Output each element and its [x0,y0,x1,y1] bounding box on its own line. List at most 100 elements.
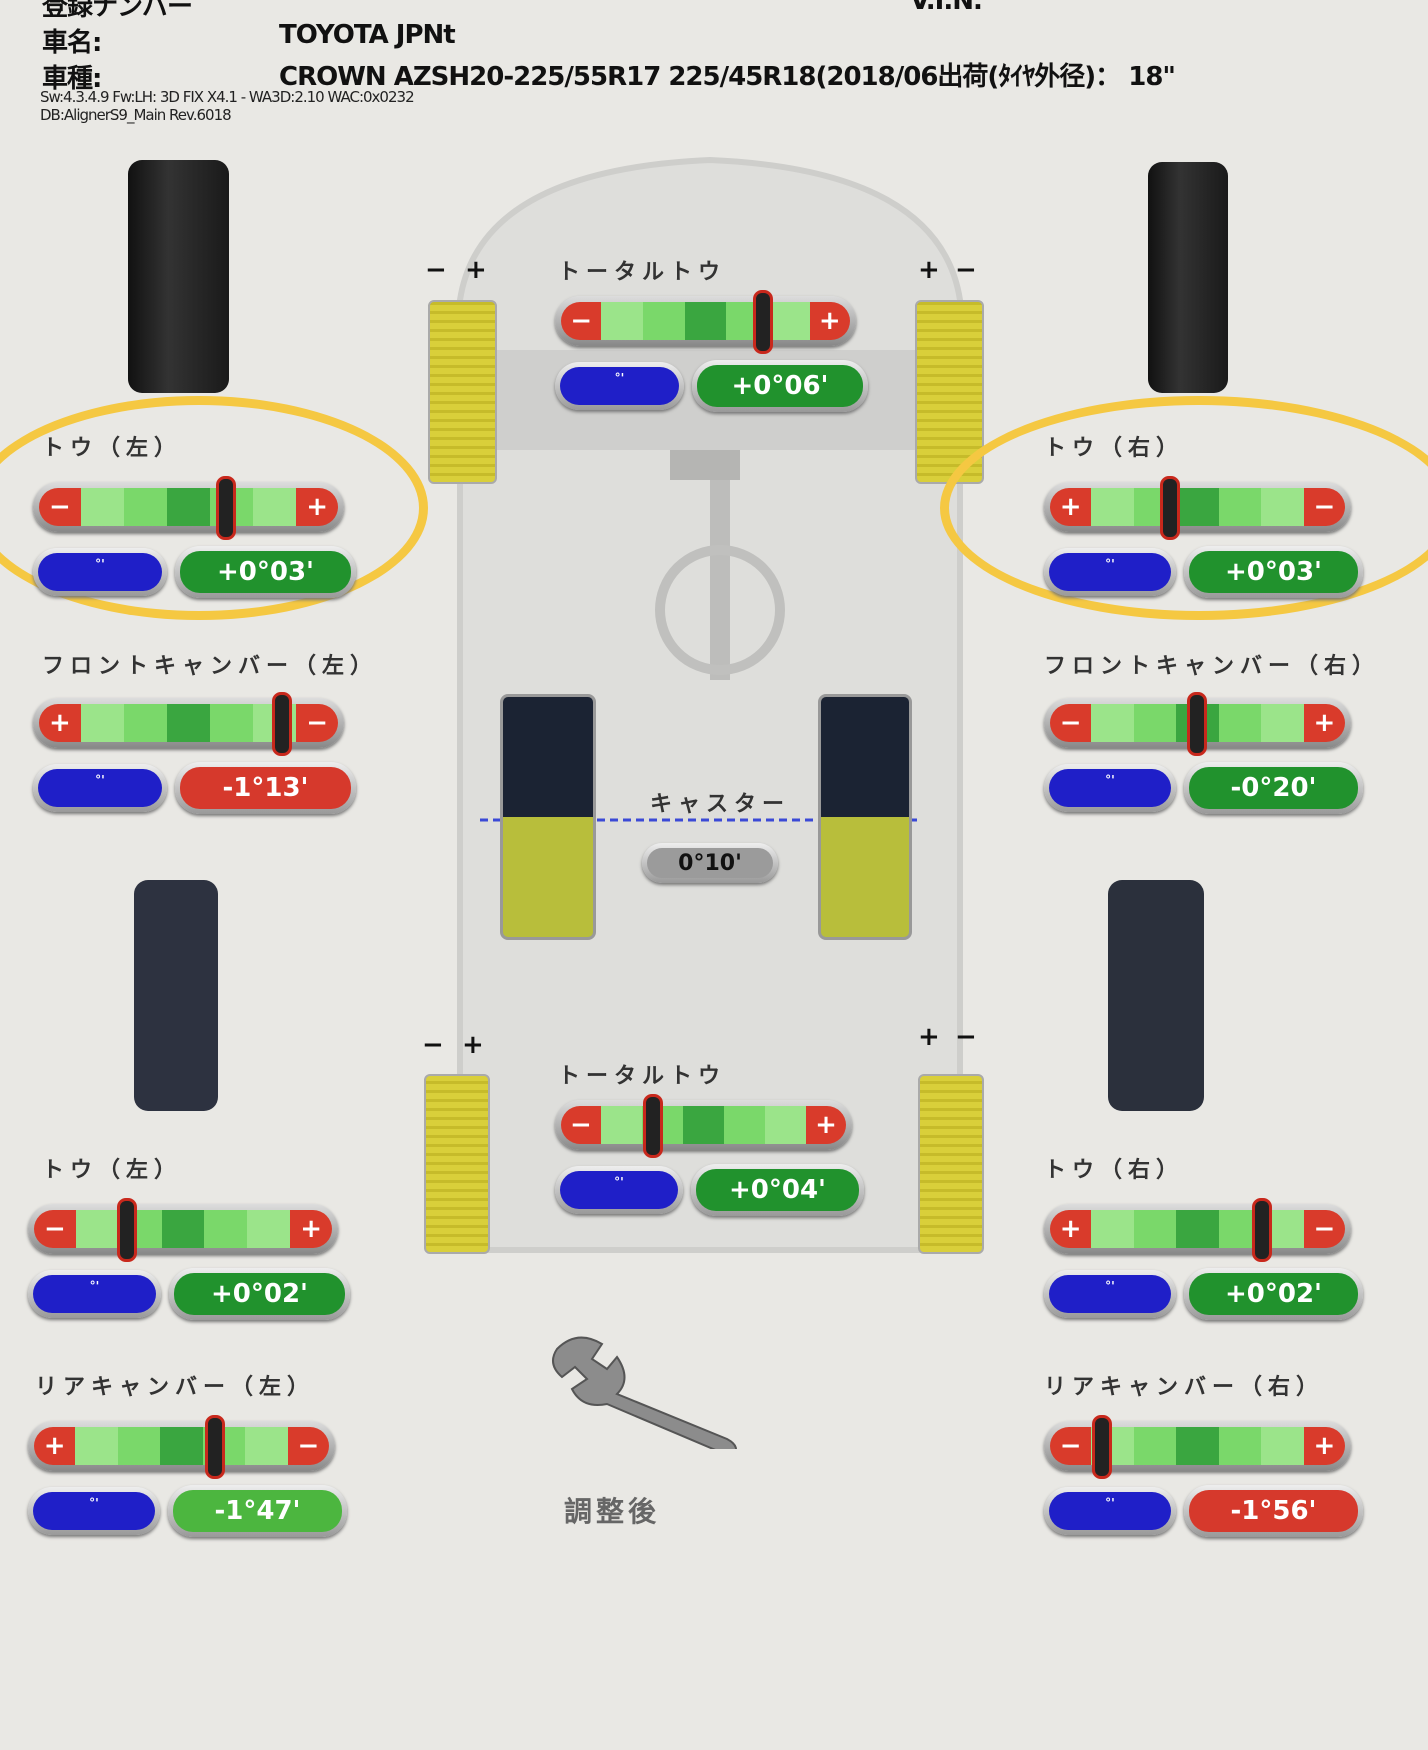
left-sign: − [561,302,602,340]
right-sign: + [809,302,850,340]
front-total-toe-marker [752,290,773,354]
rear-camber-right-marker [1092,1415,1113,1479]
rear-right-tire [1108,880,1204,1111]
plate-label: 登録ナンバー [42,0,193,22]
rear-toe-left-value: +0°02' [169,1268,350,1320]
front-toe-left-value: +0°03' [175,546,356,598]
left-sign: + [1050,1210,1092,1248]
rear-toe-left-marker [117,1198,138,1262]
rear-toe-right-marker [1251,1198,1272,1262]
front-toe-right-label: トウ（右） [1044,436,1185,461]
front-toe-left-label: トウ（左） [42,436,183,461]
front-camber-right-unit-button[interactable]: °' [1044,764,1176,812]
left-sign: + [34,1427,76,1465]
right-sign: + [806,1106,846,1144]
right-sign: − [296,704,338,742]
left-sign: − [34,1210,76,1248]
front-camber-left-value: -1°13' [175,762,356,814]
front-right-plus-mark: + [918,255,940,285]
front-toe-right-value: +0°03' [1184,546,1363,598]
vin-label: V.I.N. [910,0,983,16]
front-total-toe-value: +0°06' [692,360,868,412]
rear-camber-left-marker [205,1415,226,1479]
front-camber-left-marker [271,692,292,756]
rear-toe-right-value: +0°02' [1184,1268,1363,1320]
rear-total-toe-bar: − + [555,1094,852,1158]
rear-camber-left-value: -1°47' [168,1485,347,1537]
front-camber-left-unit-button[interactable]: °' [33,764,167,812]
rear-camber-left-unit-button[interactable]: °' [28,1487,160,1535]
front-toe-left-unit-button[interactable]: °' [33,548,167,596]
front-toe-left-bar: − + [33,476,344,540]
front-right-minus-mark: − [955,255,977,285]
rear-camber-right-bar: − + [1044,1415,1351,1479]
left-sign: + [1050,488,1092,526]
left-sign: + [39,704,81,742]
left-sign: − [1050,704,1092,742]
front-total-toe-unit-button[interactable]: °' [555,362,684,410]
front-left-plus-mark: + [465,255,487,285]
caster-left-cylinder [500,694,596,940]
front-left-tire [128,160,229,393]
front-camber-right-label: フロントキャンバー（右） [1044,654,1381,679]
rear-camber-left-bar: + − [28,1415,335,1479]
left-sign: − [1050,1427,1092,1465]
right-sign: + [1303,704,1345,742]
rear-left-minus-mark: − [422,1030,444,1060]
front-camber-right-value: -0°20' [1184,762,1363,814]
right-sign: + [1303,1427,1345,1465]
rear-toe-right-bar: + − [1044,1198,1351,1262]
rear-toe-left-label: トウ（左） [42,1158,183,1183]
front-left-minus-mark: − [425,255,447,285]
rear-total-toe-label: トータルトウ [558,1064,727,1089]
adjustment-status: 調整後 [564,1495,661,1528]
front-camber-left-bar: + − [33,692,344,756]
left-sign: − [39,488,81,526]
highlight-ring-left [0,396,428,620]
rear-camber-right-unit-button[interactable]: °' [1044,1487,1176,1535]
rear-right-minus-mark: − [955,1022,977,1052]
left-sign: − [561,1106,601,1144]
front-camber-right-marker [1187,692,1208,756]
make-label: 車名: [42,28,102,58]
right-sign: − [1303,1210,1345,1248]
highlight-ring-right [940,396,1428,620]
front-left-wheel-indicator [428,300,497,484]
right-sign: + [296,488,338,526]
make-value: TOYOTA JPNt [279,20,456,50]
right-sign: − [1303,488,1345,526]
caster-label: キャスター [650,792,791,817]
rear-toe-left-bar: − + [28,1198,338,1262]
rear-left-wheel-indicator [424,1074,490,1254]
right-sign: − [287,1427,329,1465]
front-toe-left-marker [215,476,236,540]
front-camber-left-label: フロントキャンバー（左） [42,654,379,679]
right-sign: + [290,1210,332,1248]
rear-camber-right-value: -1°56' [1184,1485,1363,1537]
model-label: 車種: [42,64,102,94]
car-body-outline [450,156,970,1253]
rear-total-toe-marker [643,1094,664,1158]
front-right-tire [1148,162,1228,393]
software-version: Sw:4.3.4.9 Fw:LH: 3D FIX X4.1 - WA3D:2.1… [40,88,415,106]
wrench-icon [552,1336,737,1449]
front-total-toe-label: トータルトウ [558,260,727,285]
rear-toe-right-label: トウ（右） [1044,1158,1185,1183]
rear-total-toe-value: +0°04' [691,1164,864,1216]
caster-value: 0°10' [642,843,778,883]
front-toe-right-bar: + − [1044,476,1351,540]
front-toe-right-marker [1159,476,1180,540]
model-value: CROWN AZSH20-225/55R17 225/45R18(2018/06… [279,62,1176,92]
rear-right-wheel-indicator [918,1074,984,1254]
rear-toe-left-unit-button[interactable]: °' [28,1270,161,1318]
rear-total-toe-unit-button[interactable]: °' [555,1166,683,1214]
front-total-toe-bar: − + [555,290,856,354]
rear-left-tire [134,880,218,1111]
rear-toe-right-unit-button[interactable]: °' [1044,1270,1176,1318]
front-toe-right-unit-button[interactable]: °' [1044,548,1176,596]
front-camber-right-bar: − + [1044,692,1351,756]
rear-camber-right-label: リアキャンバー（右） [1044,1375,1325,1400]
caster-right-cylinder [818,694,912,940]
rear-right-plus-mark: + [918,1022,940,1052]
database-version: DB:AlignerS9_Main Rev.6018 [40,106,232,124]
